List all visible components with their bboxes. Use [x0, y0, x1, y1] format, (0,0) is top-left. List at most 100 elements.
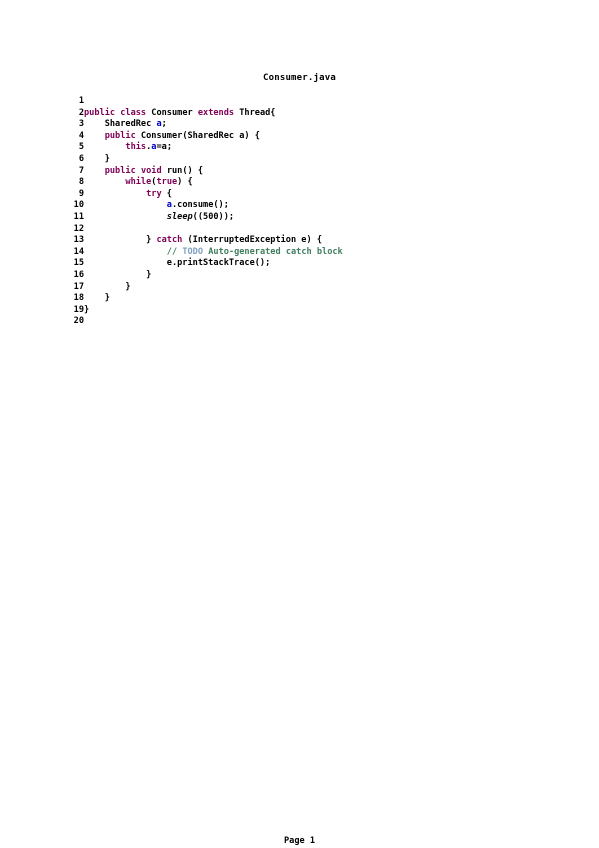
code-token: Thread{: [234, 107, 276, 118]
keyword-token: extends: [197, 107, 235, 118]
code-token: =a;: [156, 142, 173, 153]
code-token: ((500));: [192, 211, 235, 222]
code-text: }: [84, 293, 110, 305]
code-text: while(true) {: [84, 177, 193, 189]
keyword-token: public: [104, 165, 136, 176]
line-number: 18: [73, 293, 84, 304]
code-text: sleep((500));: [84, 212, 234, 224]
line-number: 4: [78, 130, 84, 141]
line-number: 13: [73, 235, 84, 246]
line-number: 2: [78, 107, 84, 118]
keyword-token: true: [156, 177, 178, 188]
code-token: [84, 131, 105, 141]
code-line: 7 public void run() {: [60, 166, 540, 178]
code-text: a.consume();: [84, 200, 229, 212]
code-token: ;: [161, 119, 167, 130]
code-line: 13 } catch (InterruptedException e) {: [60, 235, 540, 247]
code-line: 12: [60, 224, 540, 236]
code-line: 9 try {: [60, 189, 540, 201]
code-line: 16 }: [60, 270, 540, 282]
code-line: 10 a.consume();: [60, 200, 540, 212]
line-number: 16: [73, 269, 84, 280]
document-title: Consumer.java: [262, 73, 337, 83]
line-number: 6: [78, 153, 84, 164]
line-number: 10: [73, 200, 84, 211]
code-token: [84, 247, 167, 257]
field-token: a: [151, 142, 157, 153]
code-token: }: [84, 269, 152, 280]
code-line: 17 }: [60, 282, 540, 294]
code-line: 19}: [60, 305, 540, 317]
line-number: 14: [73, 246, 84, 257]
static-call-token: sleep: [166, 211, 193, 222]
code-token: run() {: [161, 165, 204, 176]
field-token: a: [166, 200, 172, 211]
code-line: 5 this.a=a;: [60, 142, 540, 154]
code-token: .consume();: [171, 200, 229, 211]
code-text: public class Consumer extends Thread{: [84, 108, 275, 120]
line-number: 9: [78, 188, 84, 199]
code-token: Consumer: [146, 107, 198, 118]
field-token: a: [156, 119, 162, 130]
page-footer: Page 1: [283, 836, 316, 846]
code-token: .: [146, 142, 152, 153]
code-token: {: [161, 188, 172, 199]
keyword-token: public: [84, 107, 116, 118]
code-text: }: [84, 270, 151, 282]
keyword-token: this: [125, 142, 147, 153]
code-line: 6 }: [60, 154, 540, 166]
code-line: 20: [60, 316, 540, 328]
code-token: [84, 177, 125, 187]
code-token: ) {: [177, 177, 193, 188]
line-number: 7: [78, 165, 84, 176]
code-text: e.printStackTrace();: [84, 258, 270, 270]
todo-token: TODO: [182, 246, 204, 257]
code-text: public void run() {: [84, 166, 203, 178]
code-text: } catch (InterruptedException e) {: [84, 235, 322, 247]
code-token: [84, 142, 125, 152]
code-text: }: [84, 154, 110, 166]
line-number: 1: [78, 96, 84, 106]
code-token: [84, 212, 167, 222]
code-token: SharedRec: [84, 119, 157, 130]
code-token: Consumer(SharedRec a) {: [135, 130, 260, 141]
code-token: [84, 189, 146, 199]
keyword-token: class: [120, 107, 147, 118]
code-token: }: [84, 153, 110, 164]
code-text: }: [84, 281, 131, 294]
code-text: public Consumer(SharedRec a) {: [84, 131, 260, 143]
code-text: // TODO Auto-generated catch block: [84, 247, 343, 259]
code-token: (InterruptedException e) {: [182, 235, 323, 246]
code-token: [84, 166, 105, 176]
keyword-token: while: [125, 177, 152, 188]
line-number: 20: [73, 316, 84, 327]
line-number: 5: [78, 142, 84, 153]
line-number: 19: [73, 304, 84, 315]
line-number: 3: [78, 119, 84, 130]
code-line: 11 sleep((500));: [60, 212, 540, 224]
code-token: }: [84, 235, 157, 246]
code-token: (: [151, 177, 157, 188]
code-line: 18 }: [60, 293, 540, 305]
code-line: 3 SharedRec a;: [60, 119, 540, 131]
comment-token: //: [166, 246, 183, 257]
comment-token: Auto-generated catch block: [203, 246, 343, 257]
code-text: SharedRec a;: [84, 119, 167, 131]
code-token: }: [84, 293, 110, 304]
code-token: }: [84, 304, 90, 315]
code-text: try {: [84, 189, 172, 201]
code-line: 2public class Consumer extends Thread{: [60, 108, 540, 120]
keyword-token: try: [146, 188, 162, 199]
code-line: 15 e.printStackTrace();: [60, 258, 540, 270]
line-number: 15: [73, 258, 84, 269]
code-line: 1: [60, 96, 540, 108]
code-token: }: [84, 281, 131, 292]
keyword-token: public: [104, 130, 136, 141]
line-number: 11: [73, 211, 84, 222]
keyword-token: void: [140, 165, 162, 176]
code-text: this.a=a;: [84, 142, 172, 154]
code-text: }: [84, 305, 89, 317]
line-number: 8: [78, 177, 84, 188]
code-line: 8 while(true) {: [60, 177, 540, 189]
